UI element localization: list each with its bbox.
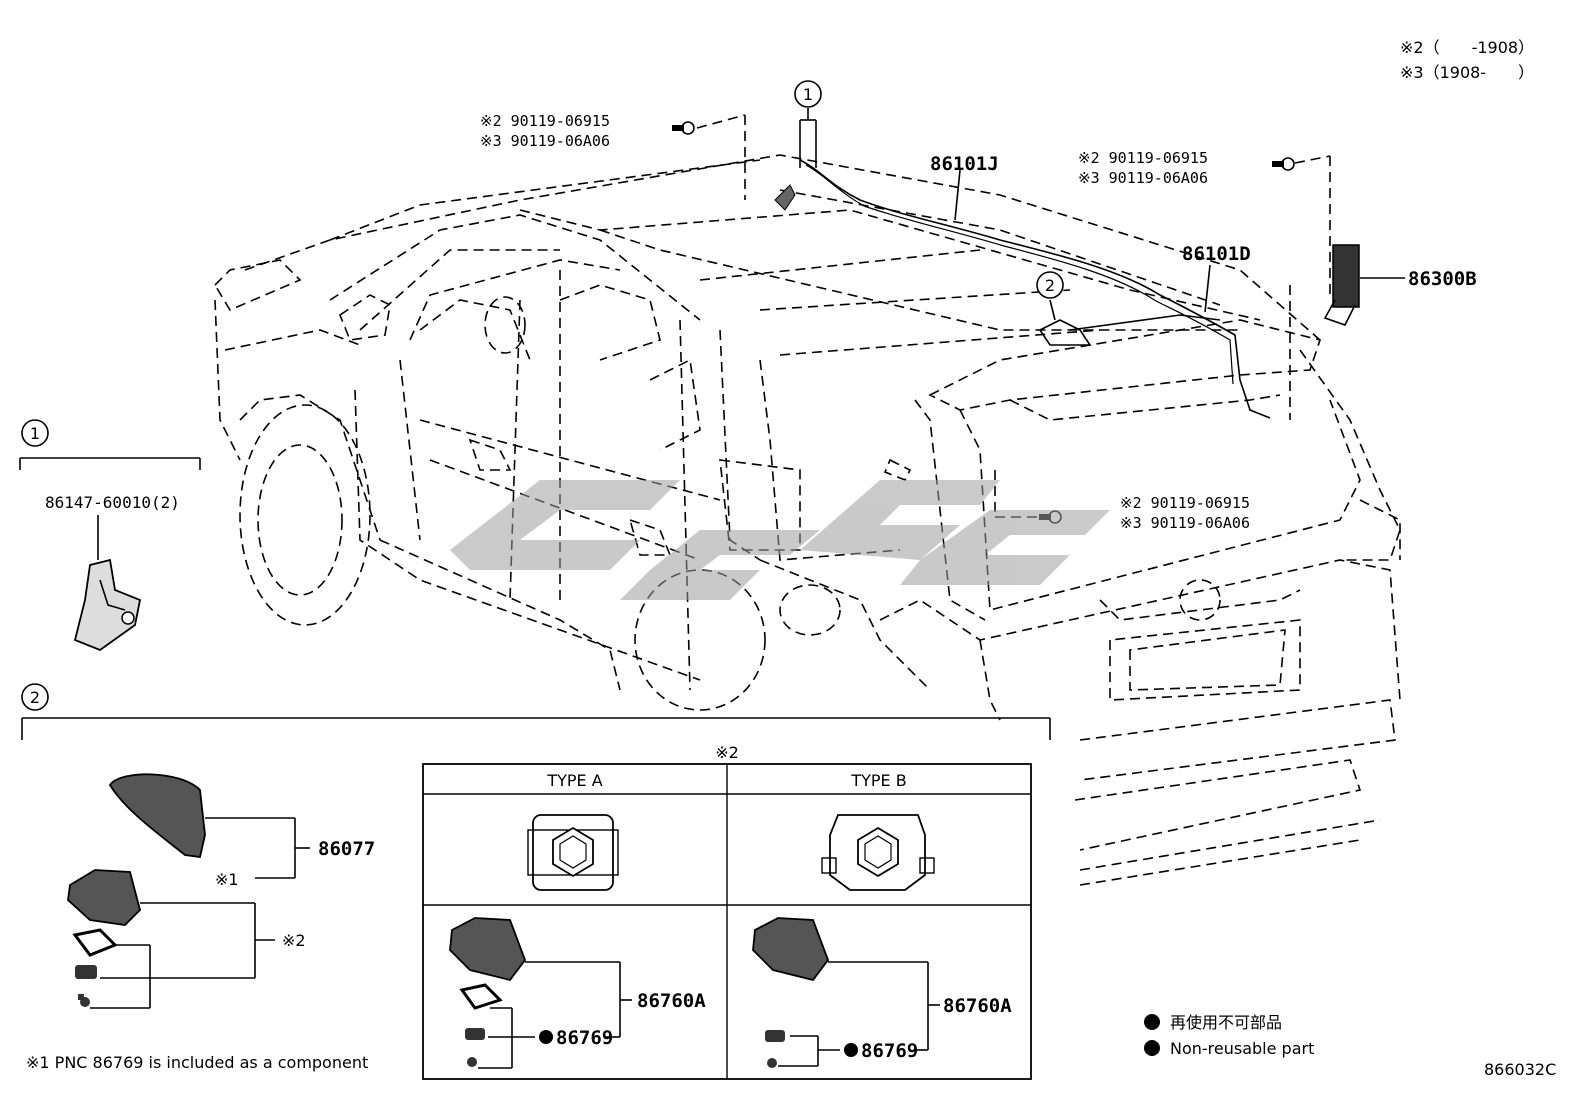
type-a-connector-icon [527,814,619,891]
antenna-body-icon [67,869,142,926]
note-star2: ※2（ -1908） [1400,38,1534,57]
antenna-holder-icon [73,558,142,652]
svg-text:1: 1 [30,424,40,443]
marker-star1: ※1 [215,870,239,889]
callout-1-top[interactable]: 1 [794,80,822,108]
screw-icon [78,994,90,1007]
footnote: ※1 PNC 86769 is included as a component [26,1053,368,1072]
gasket-icon [72,928,118,957]
callout-1-left[interactable]: 1 [21,419,49,447]
amplifier-icon [1323,244,1360,326]
svg-text:2: 2 [1045,276,1055,295]
diagram-code: 866032C [1484,1060,1556,1079]
roof-antenna-mount-icon [774,184,796,211]
svg-text:再使用不可部品: 再使用不可部品 [1170,1013,1282,1032]
callout-2-left[interactable]: 2 [21,683,49,711]
type-b-connector-icon [821,814,935,891]
svg-text:※3 90119-06A06: ※3 90119-06A06 [480,132,610,150]
type-a-header: TYPE A [546,771,602,790]
type-a-antenna-icon [449,917,632,1069]
part-86769-type-b-label[interactable]: 86769 [861,1040,918,1062]
svg-text:Non-reusable part: Non-reusable part [1170,1039,1314,1058]
bolt-top-left-icon [672,121,695,135]
part-86101j-label[interactable]: 86101J [930,153,999,175]
watermark-logo [450,480,1110,600]
part-86769-type-a-label[interactable]: 86769 [556,1027,613,1049]
svg-text:1: 1 [803,85,813,104]
bolt-top-right-icon [1272,157,1295,171]
bolt-top-right-label[interactable]: ※2 90119-06915 ※3 90119-06A06 [1078,149,1208,187]
left-brackets [90,817,310,1009]
part-86101d-label[interactable]: 86101D [1182,243,1251,265]
bolt-top-left-label[interactable]: ※2 90119-06915 ※3 90119-06A06 [480,112,610,150]
note-star3: ※3（1908- ） [1400,63,1534,82]
bolt-rear-label[interactable]: ※2 90119-06915 ※3 90119-06A06 [1120,494,1250,532]
svg-text:※3 90119-06A06: ※3 90119-06A06 [1120,514,1250,532]
part-86300b-label[interactable]: 86300B [1408,268,1477,290]
legend: 再使用不可部品 Non-reusable part [1144,1013,1314,1058]
shark-fin-cover-icon [108,773,206,859]
marker-star2: ※2 [282,931,306,950]
type-b-antenna-icon [752,917,940,1068]
clip-icon [75,965,97,979]
svg-text:※2 90119-06915: ※2 90119-06915 [1078,149,1208,167]
type-b-header: TYPE B [850,771,906,790]
svg-text:2: 2 [30,688,40,707]
vehicle-outline [213,154,1401,886]
part-86760a-type-b-label[interactable]: 86760A [943,995,1012,1017]
callout-2-roof[interactable]: 2 [1036,271,1064,299]
type-table [422,763,1032,1080]
antenna-cable [799,159,1271,419]
svg-text:※3 90119-06A06: ※3 90119-06A06 [1078,169,1208,187]
svg-text:※2 90119-06915: ※2 90119-06915 [480,112,610,130]
leader-lines [19,108,1405,740]
svg-text:※2 90119-06915: ※2 90119-06915 [1120,494,1250,512]
part-86760a-type-a-label[interactable]: 86760A [637,990,706,1012]
part-86077-label[interactable]: 86077 [318,838,375,860]
type-table-marker: ※2 [715,743,739,762]
part-86147-label[interactable]: 86147-60010(2) [45,493,180,512]
